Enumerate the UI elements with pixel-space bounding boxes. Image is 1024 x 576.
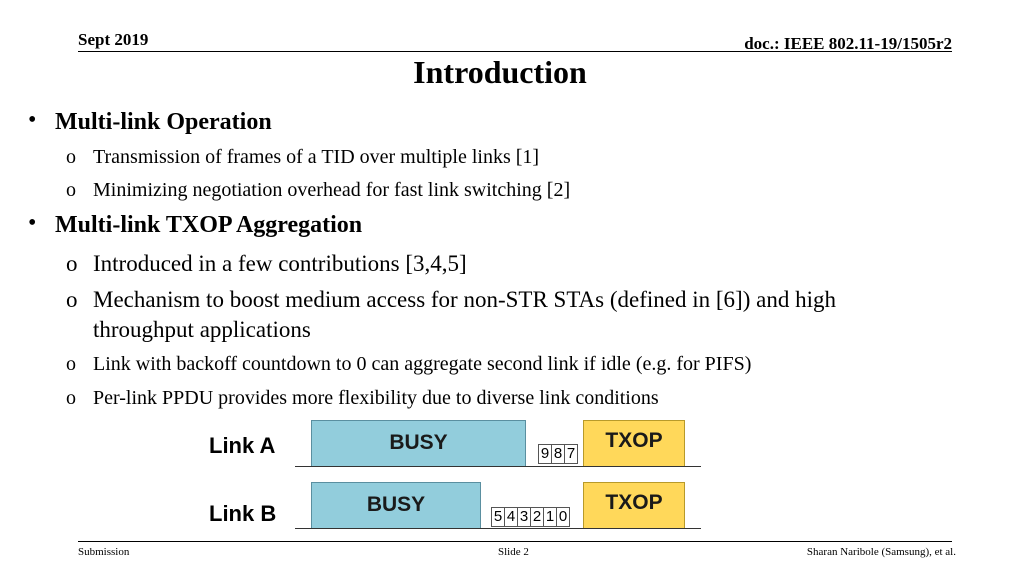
sub-marker: o [66,387,76,409]
bullet-text: Multi-link Operation [55,109,272,135]
sub-marker: o [66,353,76,375]
header-date: Sept 2019 [78,30,149,49]
link-b-txop-block: TXOP [583,482,685,529]
sub-text: Mechanism to boost medium access for non… [93,287,836,312]
link-b-backoff-counter: 5 4 3 2 1 0 [491,507,570,527]
backoff-slot: 5 [491,507,505,527]
link-a-txop-block: TXOP [583,420,685,467]
sub-text: Introduced in a few contributions [3,4,5… [93,251,467,276]
sub-marker: o [66,287,78,312]
link-a-label: Link A [209,433,276,458]
header-divider [78,51,952,52]
backoff-slot: 8 [551,444,565,464]
link-a-timeline [295,466,701,467]
backoff-slot: 3 [517,507,531,527]
sub-text: Minimizing negotiation overhead for fast… [93,179,571,201]
backoff-slot: 0 [556,507,570,527]
backoff-slot: 2 [530,507,544,527]
backoff-slot: 1 [543,507,557,527]
footer-slide-number: Slide 2 [498,546,529,558]
header-doc-id: doc.: IEEE 802.11-19/1505r2 [744,34,952,53]
sub-marker: o [66,179,76,201]
link-a-busy-block: BUSY [311,420,526,467]
bullet-dot: • [28,210,37,236]
link-a-backoff-counter: 9 8 7 [538,444,578,464]
link-b-label: Link B [209,501,277,526]
bullet-dot: • [28,107,37,133]
sub-text: Per-link PPDU provides more flexibility … [93,387,659,409]
footer-submission: Submission [78,546,130,558]
footer-authors: Sharan Naribole (Samsung), et al. [806,546,956,558]
bullet-text: Multi-link TXOP Aggregation [55,212,363,238]
sub-marker: o [66,251,78,276]
txop-aggregation-diagram: Link A BUSY 9 8 7 TXOP Link B BUSY 5 4 3… [205,415,705,535]
sub-text: Transmission of frames of a TID over mul… [93,146,540,168]
backoff-slot: 4 [504,507,518,527]
sub-text: Link with backoff countdown to 0 can agg… [93,353,752,375]
backoff-slot: 7 [564,444,578,464]
sub-marker: o [66,146,76,168]
sub-text: throughput applications [93,317,311,342]
page-title: Introduction [413,54,587,90]
backoff-slot: 9 [538,444,552,464]
link-b-busy-block: BUSY [311,482,481,529]
footer-divider [78,541,952,542]
link-b-timeline [295,528,701,529]
